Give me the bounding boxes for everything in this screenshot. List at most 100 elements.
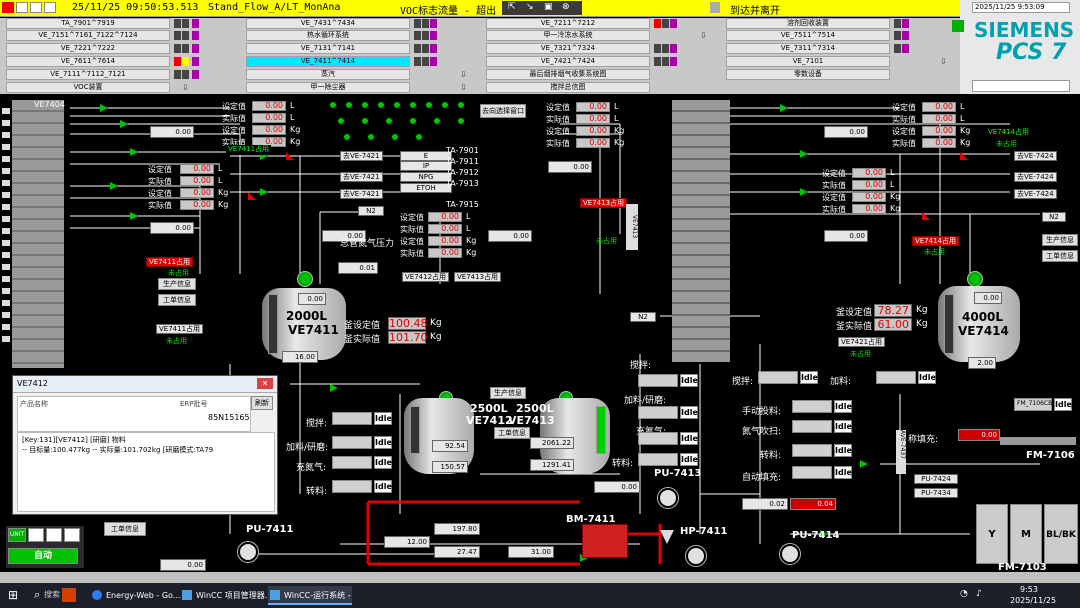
work-order-button[interactable]: 工单信息 — [158, 294, 196, 306]
n2-tag[interactable]: N2 — [630, 312, 656, 322]
m-button[interactable]: M — [1010, 504, 1042, 564]
nav-col4-item[interactable]: VE_7511^7514 — [726, 30, 890, 41]
nav-col3-item[interactable]: 搅拌总信图 — [486, 82, 650, 93]
nav-col1-item[interactable]: VOC装置 — [6, 82, 170, 93]
transfer-control[interactable] — [332, 480, 372, 493]
taskbar-item-browser[interactable]: Energy-Web - Go... — [106, 591, 181, 600]
stir-control[interactable] — [332, 412, 372, 425]
volume-icon[interactable]: ♪ — [976, 589, 982, 599]
pu-tag[interactable]: PU-7424 — [914, 474, 958, 484]
sv-kg-value[interactable]: 0.00 — [180, 188, 214, 198]
mute-icon[interactable] — [30, 2, 42, 13]
route-tag[interactable]: 去VE-7421 — [340, 189, 383, 199]
auto-fill-control[interactable] — [792, 466, 832, 479]
move-icon[interactable]: ⇱ — [508, 2, 516, 12]
resize-icon[interactable]: ↘ — [526, 2, 534, 12]
add-grind-control[interactable] — [638, 406, 678, 419]
stir-control[interactable] — [638, 374, 678, 387]
nav-col4-item[interactable]: VE_7311^7314 — [726, 43, 890, 54]
nav-col3-item[interactable]: 最后烟排烟气收集系统图 — [486, 69, 650, 80]
pump-icon[interactable] — [686, 546, 706, 566]
sv-kg-value[interactable]: 0.00 — [922, 126, 956, 136]
n2-fill-control[interactable] — [638, 432, 678, 445]
fm7106-control[interactable]: FM_7106CB — [1014, 398, 1052, 411]
close-icon[interactable]: ✕ — [257, 378, 273, 389]
mode-button[interactable] — [28, 528, 44, 542]
app-icon[interactable] — [62, 588, 76, 602]
nav-col2-item[interactable]: VE_7431^7434 — [246, 18, 410, 29]
search-icon[interactable]: ⌕ — [34, 588, 41, 601]
bead-mill-icon[interactable] — [582, 524, 628, 558]
sv-value[interactable]: 0.00 — [576, 102, 610, 112]
sv-value[interactable]: 0.00 — [252, 101, 286, 111]
route-tag[interactable]: 去VE-7424 — [1014, 151, 1057, 161]
add-grind-control[interactable] — [332, 436, 372, 449]
transfer-control[interactable] — [638, 453, 678, 466]
mode-button[interactable] — [64, 528, 80, 542]
work-order-button[interactable]: 工单信息 — [494, 427, 530, 439]
ta-tag[interactable]: IP — [400, 161, 452, 171]
nav-col2-item[interactable]: 甲一除尘器 — [246, 82, 410, 93]
stir-control[interactable] — [758, 371, 798, 384]
sv-kg-value[interactable]: 0.00 — [428, 236, 462, 246]
route-tag[interactable]: 去VE-7421 — [340, 151, 383, 161]
nav-col3-item[interactable]: VE_7421^7424 — [486, 56, 650, 67]
transfer-control[interactable] — [792, 444, 832, 457]
sv-value[interactable]: 0.00 — [922, 102, 956, 112]
blbk-button[interactable]: BL/BK — [1044, 504, 1078, 564]
popup-titlebar[interactable]: VE7412 ✕ — [13, 376, 277, 393]
work-order-button[interactable]: 工单信息 — [1042, 250, 1078, 262]
production-info-button[interactable]: 生产信息 — [490, 387, 526, 399]
route-tag[interactable]: 去VE-7424 — [1014, 172, 1057, 182]
wifi-icon[interactable]: ◔ — [960, 589, 968, 599]
nav-col2-item[interactable]: VE_7131^7141 — [246, 43, 410, 54]
nav-col2-item[interactable]: 热水循环系统 — [246, 30, 410, 41]
sv-kg-value[interactable]: 0.00 — [252, 125, 286, 135]
ta-tag[interactable]: NPG — [400, 172, 452, 182]
search-label[interactable]: 搜索 — [44, 590, 60, 599]
ack-icon[interactable] — [16, 2, 28, 13]
y-button[interactable]: Y — [976, 504, 1008, 564]
nav-col1-item[interactable]: TA_7901^7919 — [6, 18, 170, 29]
taskbar-item-wincc-runtime[interactable]: WinCC-运行系统 - — [268, 586, 352, 605]
n2-blow-control[interactable] — [792, 420, 832, 433]
n2-tag[interactable]: N2 — [1042, 212, 1066, 222]
sv-value[interactable]: 0.00 — [852, 168, 886, 178]
manual-feed-control[interactable] — [792, 400, 832, 413]
nav-col1-item[interactable]: VE_7151^7161_7122^7124 — [6, 30, 170, 41]
route-tag[interactable]: 去VE-7421 — [340, 172, 383, 182]
start-icon[interactable]: ⊞ — [8, 588, 19, 602]
agitator-status-icon[interactable] — [298, 272, 312, 286]
pu-tag[interactable]: PU-7434 — [914, 488, 958, 498]
nav-col3-item[interactable]: 甲一冷冻水系统 — [486, 30, 650, 41]
nav-col1-item[interactable]: VE_7221^7222 — [6, 43, 170, 54]
refresh-button[interactable]: 刷新 — [251, 396, 273, 410]
nav-col2-item[interactable]: 蒸汽 — [246, 69, 410, 80]
agitator-status-icon[interactable] — [968, 272, 982, 286]
n2-tag[interactable]: N2 — [358, 206, 384, 216]
nav-col4-item[interactable]: VE_7101 — [726, 56, 890, 67]
nav-col3-item[interactable]: VE_7211^7212 — [486, 18, 650, 29]
pump-icon[interactable] — [658, 488, 678, 508]
sv-value[interactable]: 0.00 — [428, 212, 462, 222]
route-select-button[interactable]: 去向选择窗口 — [480, 104, 526, 118]
nav-col1-item[interactable]: VE_7111^7112_7121 — [6, 69, 170, 80]
work-order-button[interactable]: 工单信息 — [104, 522, 146, 536]
sv-kg-value[interactable]: 0.00 — [576, 126, 610, 136]
n2-fill-control[interactable] — [332, 456, 372, 469]
sv-value[interactable]: 0.00 — [180, 164, 214, 174]
taskbar-item-wincc-manager[interactable]: WinCC 项目管理器... — [196, 591, 273, 600]
nav-col4-item[interactable]: 溶剂回收装置 — [726, 18, 890, 29]
sv-kg-value[interactable]: 0.00 — [852, 192, 886, 202]
screen-icon[interactable]: ▣ — [544, 2, 553, 12]
production-info-button[interactable]: 生产信息 — [1042, 234, 1078, 246]
pump-icon[interactable] — [238, 542, 258, 562]
auto-mode-button[interactable]: 自动 — [8, 548, 78, 564]
mode-button[interactable] — [46, 528, 62, 542]
kettle-sv-value[interactable]: 78.27 — [874, 304, 912, 317]
ta-tag[interactable]: E — [400, 151, 452, 161]
production-info-button[interactable]: 生产信息 — [158, 278, 196, 290]
nav-col4-item[interactable]: 零数设备 — [726, 69, 890, 80]
pump-icon[interactable] — [780, 544, 800, 564]
unit-mode-button[interactable]: UNIT — [8, 528, 26, 542]
